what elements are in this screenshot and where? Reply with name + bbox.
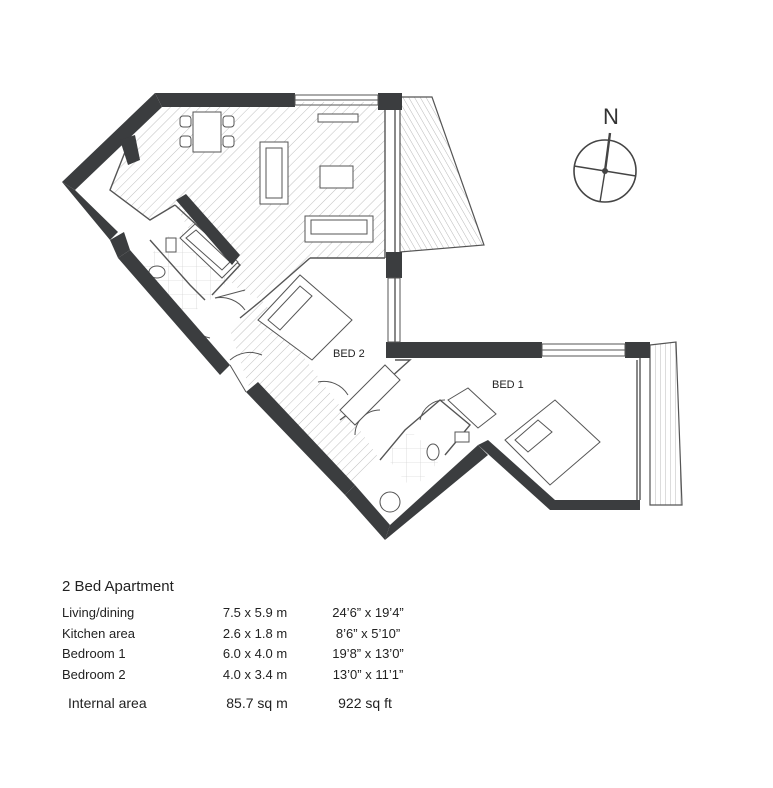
- total-imperial: 922 sq ft: [338, 695, 392, 711]
- bed-1-bed: [504, 399, 601, 486]
- schedule-row-bedroom-1: Bedroom 1 6.0 x 4.0 m 19’8” x 13’0”: [62, 644, 522, 665]
- coffee-table: [319, 165, 354, 189]
- room-name: Bedroom 2: [62, 666, 126, 682]
- schedule-row-living: Living/dining 7.5 x 5.9 m 24’6” x 19’4”: [62, 603, 522, 624]
- floor-plan: BED 2 BED 1 N: [62, 93, 683, 540]
- north-label: N: [603, 104, 619, 129]
- desk-bed-1: [447, 387, 497, 429]
- doors: [187, 289, 446, 436]
- toilet-bathroom: [148, 237, 177, 279]
- schedule-total-internal-area: Internal area 85.7 sq m 922 sq ft: [62, 695, 522, 711]
- balcony-living: [399, 96, 485, 253]
- room-imperial: 13’0” x 11’1”: [332, 666, 404, 682]
- balcony-bedroom-1: [649, 341, 683, 506]
- bed-2-bed: [257, 274, 353, 361]
- total-metric: 85.7 sq m: [226, 695, 288, 711]
- schedule-row-kitchen: Kitchen area 2.6 x 1.8 m 8’6” x 5’10”: [62, 624, 522, 645]
- dining-set: [179, 111, 235, 153]
- total-name: Internal area: [68, 695, 147, 711]
- tv-unit: [317, 113, 359, 123]
- room-imperial: 24’6” x 19’4”: [332, 605, 404, 620]
- sofa-left: [259, 141, 289, 205]
- sofa-bottom: [304, 215, 374, 243]
- area-schedule: 2 Bed Apartment Living/dining 7.5 x 5.9 …: [62, 578, 522, 711]
- bed-2-label: BED 2: [333, 348, 365, 360]
- room-metric: 4.0 x 3.4 m: [222, 666, 288, 682]
- ensuite-fixtures: [379, 431, 470, 513]
- room-metric: 6.0 x 4.0 m: [222, 646, 288, 661]
- north-arrow-icon: N: [573, 104, 637, 203]
- room-metric: 2.6 x 1.8 m: [222, 625, 288, 641]
- room-metric: 7.5 x 5.9 m: [222, 605, 288, 620]
- living-dining-area: [110, 102, 385, 488]
- room-name: Kitchen area: [62, 625, 135, 641]
- room-imperial: 19’8” x 13’0”: [332, 646, 404, 661]
- bathroom-floor: [138, 228, 440, 490]
- schedule-row-bedroom-2: Bedroom 2 4.0 x 3.4 m 13’0” x 11’1”: [62, 665, 522, 686]
- bed-1-label: BED 1: [492, 379, 524, 391]
- room-name: Bedroom 1: [62, 646, 126, 661]
- wardrobe-bed-2: [339, 364, 401, 426]
- room-imperial: 8’6” x 5’10”: [335, 625, 401, 641]
- windows: [229, 94, 626, 393]
- exterior-walls: [62, 93, 650, 540]
- room-name: Living/dining: [62, 605, 135, 620]
- schedule-title: 2 Bed Apartment: [62, 578, 174, 595]
